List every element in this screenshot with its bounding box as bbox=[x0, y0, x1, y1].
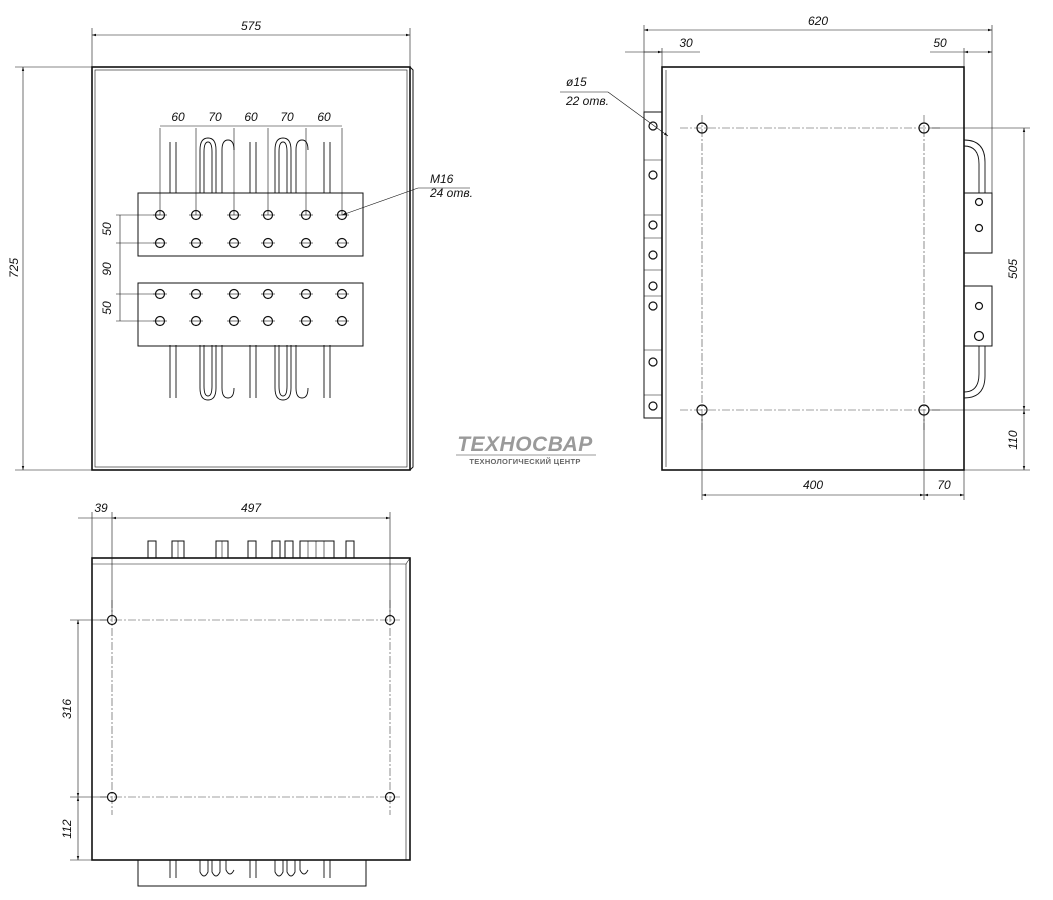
top-view: 39 497 316 112 bbox=[60, 501, 411, 887]
front-enclosure-inner bbox=[94, 69, 408, 468]
front-terminal-holes bbox=[153, 209, 349, 327]
hole-callout: ø15 22 отв. bbox=[560, 75, 669, 137]
top-view-connectors bbox=[147, 540, 355, 559]
logo-main-text: ТЕХНОСВАР bbox=[457, 433, 593, 456]
hole-callout-count: 22 отв. bbox=[565, 94, 609, 108]
front-pitch-dims: 60 70 60 70 60 bbox=[159, 110, 343, 215]
front-cables-bottom bbox=[169, 345, 331, 401]
pitch-dim-1: 60 bbox=[171, 110, 185, 124]
side-hole-spacing-v-dim: 505 bbox=[1006, 259, 1020, 279]
top-mount-hole bbox=[384, 614, 396, 626]
side-width-dim: 620 bbox=[808, 14, 828, 28]
front-width-dim: 575 bbox=[241, 19, 261, 33]
side-right-offset-dim: 50 bbox=[933, 36, 947, 50]
hole-callout-diameter: ø15 bbox=[566, 75, 587, 89]
front-height-dim: 725 bbox=[7, 258, 21, 278]
pitch-dim-3: 60 bbox=[244, 110, 258, 124]
terminal-block-top bbox=[137, 192, 364, 257]
top-left-offset-dim: 39 bbox=[94, 501, 108, 515]
side-left-offset-dim: 30 bbox=[679, 36, 693, 50]
front-cables-top bbox=[169, 137, 331, 193]
front-enclosure-outline bbox=[91, 66, 411, 471]
row-gap-top-dim: 50 bbox=[100, 222, 114, 236]
pitch-dim-4: 70 bbox=[280, 110, 294, 124]
top-hole-spacing-v-dim: 316 bbox=[60, 699, 74, 719]
side-strip-holes bbox=[644, 121, 662, 411]
side-right-brackets bbox=[963, 139, 993, 399]
front-row-dims: 50 90 50 bbox=[100, 214, 160, 322]
side-mount-hole bbox=[918, 122, 930, 134]
top-hole-spacing-h-dim: 497 bbox=[241, 501, 262, 515]
block-gap-dim: 90 bbox=[100, 262, 114, 276]
side-hole-spacing-h-dim: 400 bbox=[803, 478, 823, 492]
thread-callout-count: 24 отв. bbox=[429, 186, 473, 200]
side-mount-hole bbox=[696, 122, 708, 134]
pitch-dim-2: 70 bbox=[208, 110, 222, 124]
side-mounting-strip bbox=[643, 111, 663, 419]
thread-callout-size: M16 bbox=[430, 172, 454, 186]
top-bottom-margin-dim: 112 bbox=[60, 819, 74, 838]
thread-callout: M16 24 отв. bbox=[341, 172, 473, 216]
top-mount-hole bbox=[384, 791, 396, 803]
techsvar-logo: ТЕХНОСВАР ТЕХНОЛОГИЧЕСКИЙ ЦЕНТР bbox=[456, 433, 596, 466]
side-bottom-margin-dim: 110 bbox=[1006, 430, 1020, 449]
top-enclosure-outline bbox=[91, 557, 411, 861]
side-right-margin-dim: 70 bbox=[937, 478, 951, 492]
row-gap-bottom-dim: 50 bbox=[100, 301, 114, 315]
front-view: 575 725 60 70 60 70 60 50 bbox=[7, 19, 473, 471]
logo-sub-text: ТЕХНОЛОГИЧЕСКИЙ ЦЕНТР bbox=[469, 457, 580, 466]
pitch-dim-5: 60 bbox=[317, 110, 331, 124]
top-view-bottom-block bbox=[137, 859, 367, 887]
terminal-block-bottom bbox=[137, 282, 364, 347]
side-view: 620 30 50 400 70 505 110 ø15 22 отв. bbox=[560, 14, 1030, 500]
